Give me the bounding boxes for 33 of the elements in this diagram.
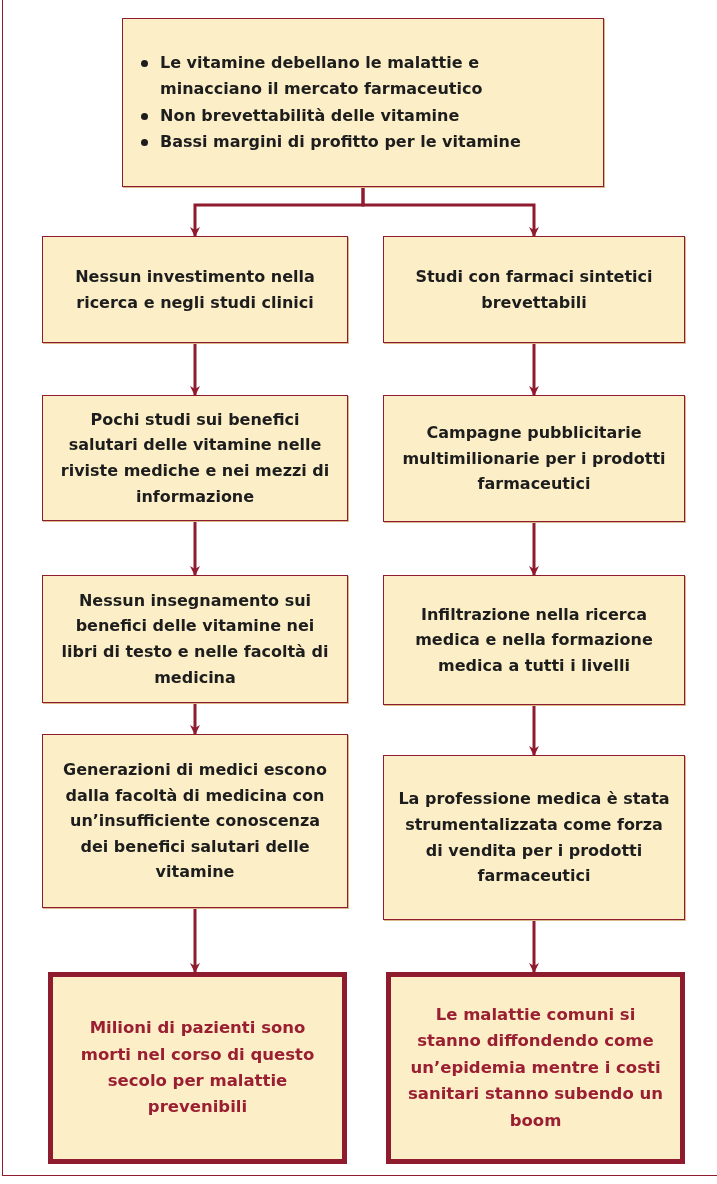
- box-text: La professione medica è stata strumentalizzata come forza di vendita per i prodotti farmaceutici: [397, 788, 671, 888]
- process-box: [122, 18, 604, 187]
- arrow: [190, 908, 200, 973]
- arrow: [529, 920, 539, 973]
- box-text: Campagne pubblicitarie multimilionarie per i prodotti farmaceutici: [401, 422, 667, 496]
- box-text: Generazioni di medici escono dalla facoltà di medicina con un’insufficiente conoscenza dei benefici salutari delle vitamine: [62, 759, 328, 884]
- box-text: Le malattie comuni si stanno diffondendo come un’epidemia mentre i costi sanitari stanno subendo un boom: [406, 1004, 664, 1132]
- box-text: Milioni di pazienti sono morti nel corso di questo secolo per malattie prevenibili: [79, 1017, 316, 1119]
- arrow: [361, 187, 539, 237]
- box-text: Pochi studi sui benefici salutari delle vitamine nelle riviste mediche e nei mezzi di informazione: [59, 408, 331, 508]
- arrow: [529, 522, 539, 576]
- arrow: [190, 703, 200, 735]
- process-box: [383, 575, 685, 705]
- outcome-box: [48, 972, 347, 1164]
- process-box: [42, 236, 348, 343]
- arrow: [529, 705, 539, 756]
- process-box: [42, 395, 348, 521]
- box-text: Nessun insegnamento sui benefici delle vitamine nei libri di testo e nelle facoltà di medicina: [60, 589, 330, 689]
- process-box: [42, 734, 348, 908]
- process-box: [383, 395, 685, 522]
- process-box: [42, 575, 348, 703]
- bullet-item: Le vitamine debellano le malattie e minacciano il mercato farmaceutico: [160, 51, 484, 101]
- process-box: [383, 236, 685, 343]
- box-text: Infiltrazione nella ricerca medica e nella formazione medica a tutti i livelli: [414, 603, 654, 677]
- box-text: Nessun investimento nella ricerca e negli studi clinici: [74, 265, 316, 314]
- bullet-item: Bassi margini di profitto per le vitamine: [160, 130, 521, 153]
- outcome-box: [386, 972, 685, 1164]
- bullet-item: Non brevettabilità delle vitamine: [160, 104, 460, 127]
- arrow: [529, 343, 539, 396]
- box-text: Studi con farmaci sintetici brevettabili: [414, 265, 654, 314]
- process-box: [383, 755, 685, 920]
- arrow: [190, 521, 200, 576]
- arrow: [190, 343, 200, 396]
